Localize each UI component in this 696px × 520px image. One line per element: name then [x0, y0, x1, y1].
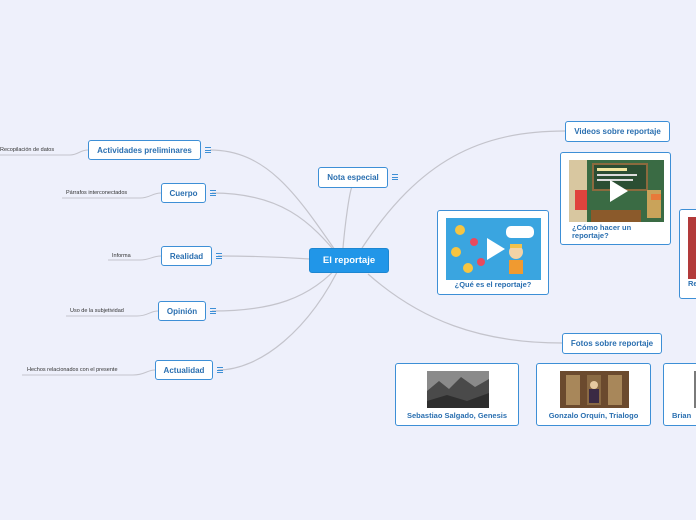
video-card-como-hacer[interactable]: ¿Cómo hacer un reportaje? [560, 152, 671, 245]
link-actualidad [217, 261, 343, 371]
link-realidad [217, 255, 311, 260]
link-cuerpo [211, 192, 343, 261]
branch-actualidad[interactable]: Actualidad [155, 360, 213, 380]
menu-icon[interactable] [392, 174, 398, 180]
photo-thumbnail [560, 371, 629, 408]
link-videos [361, 130, 566, 249]
video-thumbnail [688, 217, 696, 279]
video-card-que-es[interactable]: ¿Qué es el reportaje? [437, 210, 549, 295]
bw-landscape-photo [427, 371, 489, 408]
leaf-informa[interactable]: Informa [112, 253, 131, 259]
link-actividades [209, 149, 343, 261]
video-thumbnail [569, 160, 664, 222]
leaf-subjetividad[interactable]: Uso de la subjetividad [70, 308, 124, 314]
video-caption: ¿Cómo hacer un reportaje? [572, 223, 632, 240]
video-caption: ¿Qué es el reportaje? [454, 280, 532, 289]
photo-card-brian[interactable]: Brian [663, 363, 696, 426]
leaf-link-1 [69, 149, 89, 156]
menu-icon[interactable] [217, 367, 223, 373]
videos-node[interactable]: Videos sobre reportaje [565, 121, 670, 142]
painting-photo [560, 371, 629, 408]
menu-icon[interactable] [210, 190, 216, 196]
menu-icon[interactable] [205, 147, 211, 153]
branch-opinion[interactable]: Opinión [158, 301, 206, 321]
photo-caption: Sebastiao Salgado, Genesis [406, 411, 508, 420]
photo-card-salgado[interactable]: Sebastiao Salgado, Genesis [395, 363, 519, 426]
branch-cuerpo[interactable]: Cuerpo [161, 183, 206, 203]
leaf-link-2 [139, 192, 162, 199]
leaf-parrafos[interactable]: Párrafos interconectados [66, 190, 128, 196]
menu-icon[interactable] [216, 253, 222, 259]
menu-icon[interactable] [210, 308, 216, 314]
photo-caption: Brian [672, 411, 692, 420]
nota-especial-node[interactable]: Nota especial [318, 167, 388, 188]
branch-realidad[interactable]: Realidad [161, 246, 212, 266]
video-caption: Re co [688, 279, 696, 288]
video-thumbnail [446, 218, 541, 280]
link-fotos [367, 273, 563, 344]
photo-caption: Gonzalo Orquín, Trialogo [548, 411, 639, 420]
link-opinion [211, 261, 343, 312]
classroom-illustration [569, 160, 664, 222]
photo-thumbnail [427, 371, 489, 408]
leaf-link-4 [136, 310, 159, 317]
leaf-recopilacion[interactable]: Recopilación de datos [0, 147, 55, 153]
video-card-third[interactable]: Re co [679, 209, 696, 299]
play-icon[interactable] [609, 180, 628, 202]
leaf-link-3 [139, 255, 162, 261]
play-icon[interactable] [486, 238, 505, 260]
photo-thumbnail [694, 371, 696, 408]
central-topic[interactable]: El reportaje [309, 248, 389, 273]
leaf-hechos[interactable]: Hechos relacionados con el presente [27, 367, 118, 373]
fotos-node[interactable]: Fotos sobre reportaje [562, 333, 662, 354]
leaf-link-5 [132, 369, 156, 376]
branch-actividades-preliminares[interactable]: Actividades preliminares [88, 140, 201, 160]
photo-card-orquin[interactable]: Gonzalo Orquín, Trialogo [536, 363, 651, 426]
